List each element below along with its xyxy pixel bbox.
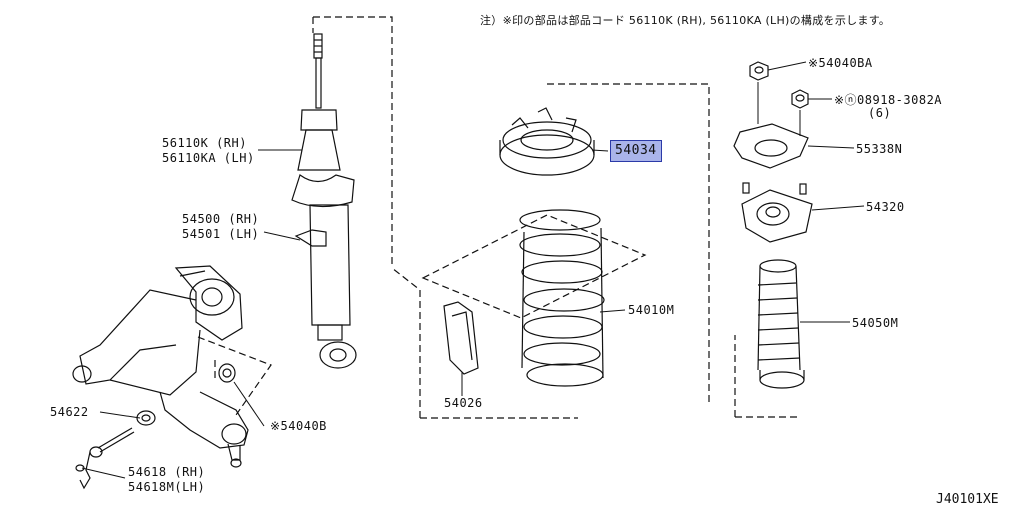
label-qty-6: (6) xyxy=(868,106,892,120)
lower-rubber xyxy=(443,301,479,375)
label-54500-rh[interactable]: 54500 (RH) xyxy=(182,212,260,226)
label-08918-3082a[interactable]: ※ⓝ08918-3082A xyxy=(834,93,943,107)
label-54622[interactable]: 54622 xyxy=(50,405,89,419)
label-54026[interactable]: 54026 xyxy=(444,396,483,410)
coil-spring xyxy=(519,209,605,387)
label-54050m[interactable]: 54050M xyxy=(852,316,899,330)
spring-seat xyxy=(499,107,595,176)
label-56110ka-lh[interactable]: 56110KA (LH) xyxy=(162,151,255,165)
shock-absorber xyxy=(291,33,357,369)
nut-54040ba xyxy=(749,61,769,81)
dashed-outline-mount-group xyxy=(734,335,798,418)
label-54618m-lh[interactable]: 54618M(LH) xyxy=(128,480,206,494)
label-56110k-rh[interactable]: 56110K (RH) xyxy=(162,136,247,150)
label-54501-lh[interactable]: 54501 (LH) xyxy=(182,227,260,241)
dashed-outline-arm xyxy=(197,336,272,416)
dashed-outline-spring-group xyxy=(391,83,710,419)
parts-note: 注）※印の部品は部品コード 56110K (RH), 56110KA (LH)の… xyxy=(480,14,891,27)
leader-lines xyxy=(81,61,865,479)
lower-arm xyxy=(72,265,249,468)
label-54618-rh[interactable]: 54618 (RH) xyxy=(128,465,206,479)
label-54034-highlighted[interactable]: 54034 xyxy=(610,140,662,162)
label-54010m[interactable]: 54010M xyxy=(628,303,675,317)
strut-mount xyxy=(741,182,813,243)
label-54320[interactable]: 54320 xyxy=(866,200,905,214)
dust-boot xyxy=(757,259,805,389)
plate-55338n xyxy=(733,123,809,169)
label-54040ba[interactable]: ※54040BA xyxy=(808,56,873,70)
label-54040b[interactable]: ※54040B xyxy=(270,419,327,433)
label-55338n[interactable]: 55338N xyxy=(856,142,903,156)
dashed-outline-strut xyxy=(312,16,393,268)
nut-08918 xyxy=(791,89,809,109)
figure-code: J40101XE xyxy=(936,492,999,507)
stabilizer-link xyxy=(75,427,135,490)
